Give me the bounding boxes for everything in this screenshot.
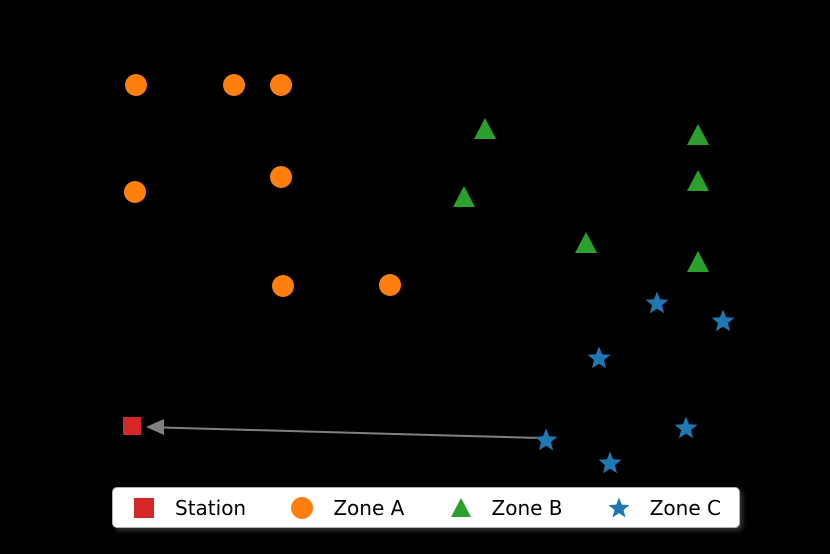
circle-marker bbox=[379, 274, 401, 296]
star-marker bbox=[598, 451, 622, 475]
route-arrow-line bbox=[161, 426, 541, 439]
legend-label: Zone C bbox=[649, 495, 721, 520]
triangle-marker bbox=[473, 117, 497, 141]
star-marker bbox=[606, 495, 632, 521]
triangle-marker bbox=[452, 185, 476, 209]
circle-marker bbox=[272, 275, 294, 297]
triangle-marker bbox=[574, 231, 598, 255]
legend-entry-station[interactable]: Station bbox=[131, 495, 246, 521]
star-marker bbox=[674, 416, 698, 440]
route-arrow-head-icon bbox=[146, 419, 164, 435]
triangle-marker bbox=[686, 250, 710, 274]
star-marker bbox=[711, 309, 735, 333]
legend-label: Zone B bbox=[491, 495, 563, 520]
triangle-marker bbox=[686, 123, 710, 147]
legend-label: Station bbox=[175, 495, 247, 520]
square-marker bbox=[131, 495, 157, 521]
circle-marker bbox=[270, 166, 292, 188]
square-marker bbox=[123, 417, 141, 435]
star-marker bbox=[645, 291, 669, 315]
legend-entry-zone-a[interactable]: Zone A bbox=[289, 495, 404, 521]
circle-marker bbox=[124, 181, 146, 203]
circle-marker bbox=[223, 74, 245, 96]
star-marker bbox=[534, 428, 558, 452]
legend-entry-zone-c[interactable]: Zone C bbox=[606, 495, 721, 521]
legend: Station Zone A Zone B Zone C bbox=[112, 487, 740, 528]
legend-label: Zone A bbox=[333, 495, 405, 520]
triangle-marker bbox=[448, 495, 474, 521]
circle-marker bbox=[125, 74, 147, 96]
circle-marker bbox=[270, 74, 292, 96]
triangle-marker bbox=[686, 169, 710, 193]
legend-entry-zone-b[interactable]: Zone B bbox=[448, 495, 563, 521]
star-marker bbox=[587, 346, 611, 370]
circle-marker bbox=[289, 495, 315, 521]
